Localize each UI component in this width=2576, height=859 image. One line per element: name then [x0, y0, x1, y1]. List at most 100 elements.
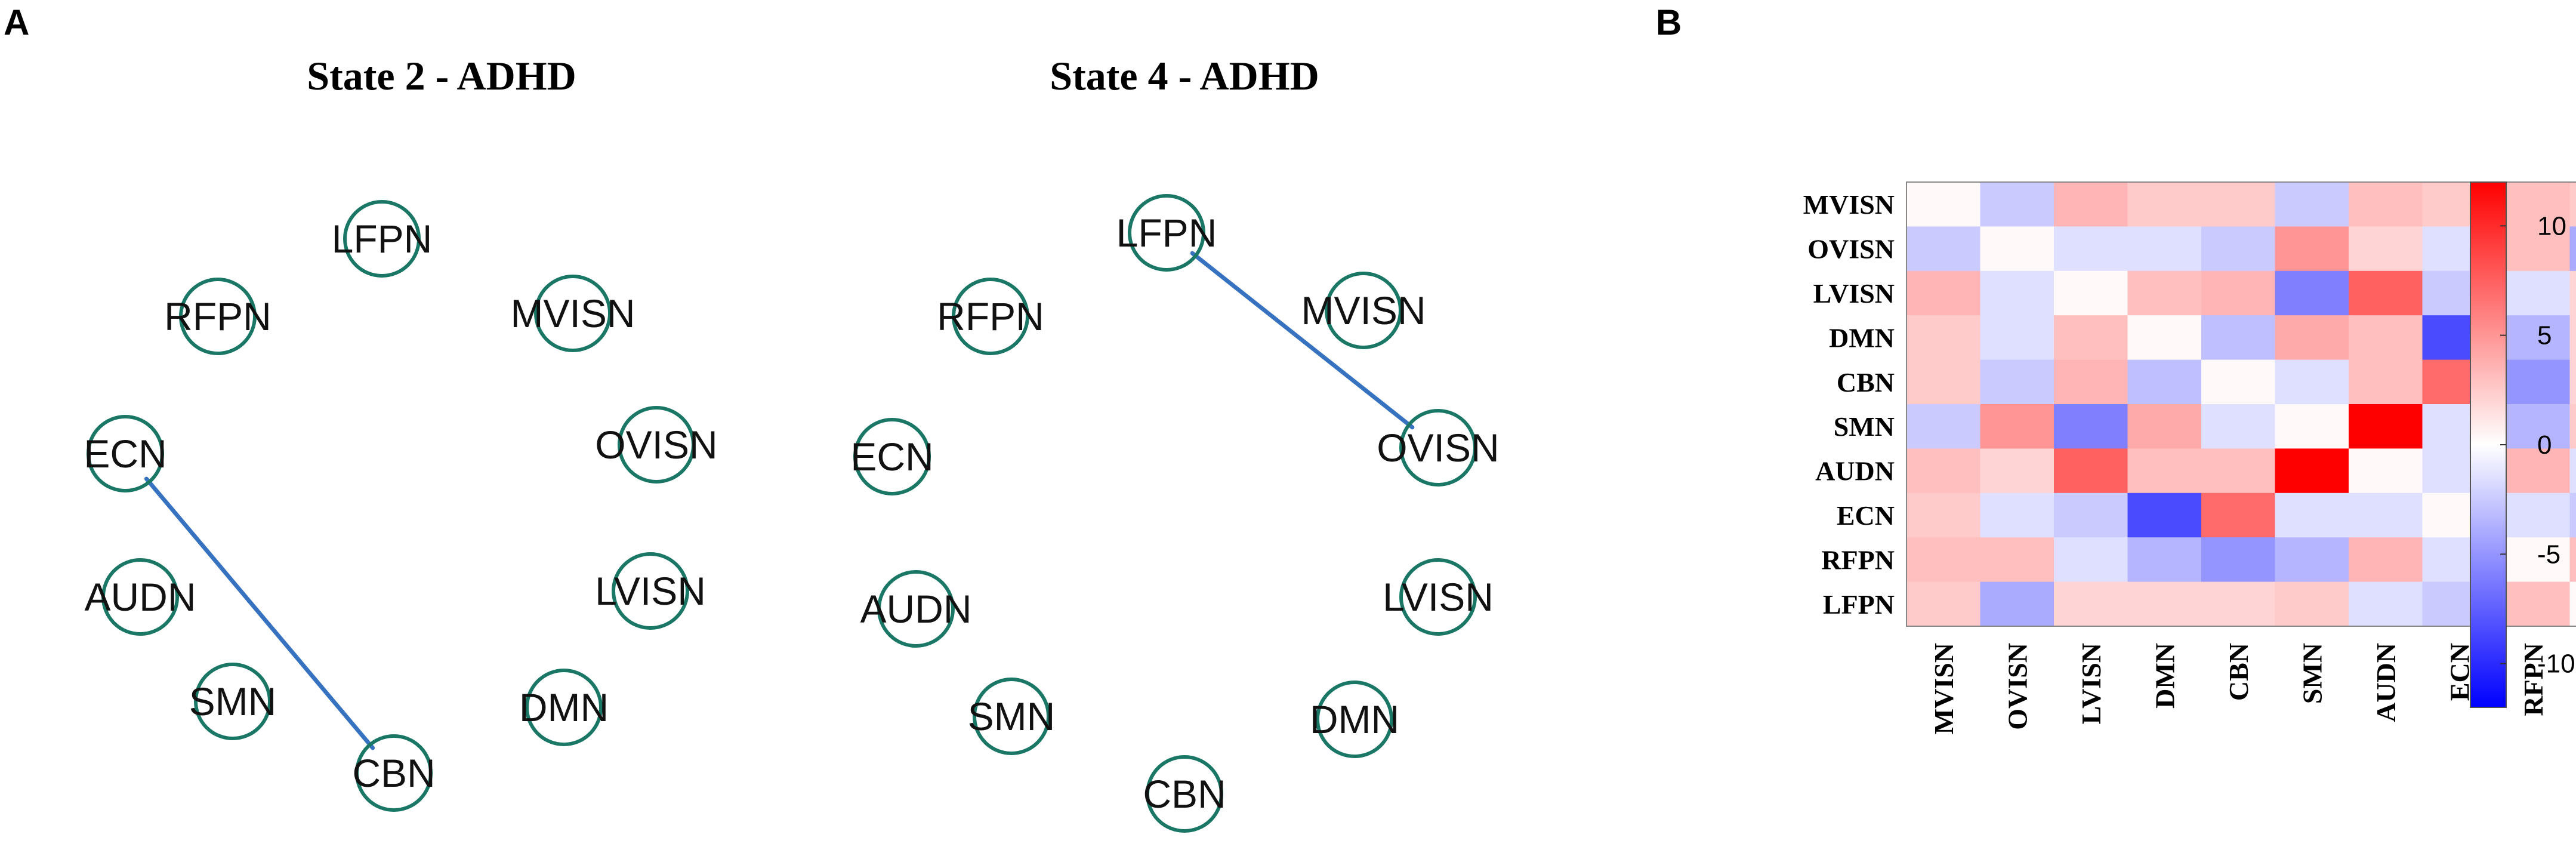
node-ring [612, 552, 689, 630]
node-lfpn: LFPN [1116, 194, 1217, 272]
heatmap-cell-smn-cbn [2201, 404, 2276, 449]
node-ring [1128, 194, 1205, 272]
node-ring [952, 278, 1029, 355]
heatmap-cell-ovisn-lfpn [2569, 226, 2576, 272]
heatmap-cell-audn-dmn [2127, 448, 2202, 494]
heatmap-cell-lfpn-lvisn [2054, 581, 2128, 627]
heatmap-cell-audn-rfpn [2496, 448, 2571, 494]
node-label: MVISN [1301, 288, 1426, 332]
col-label-smn: SMN [2297, 643, 2327, 704]
col-label-mvisn: MVISN [1929, 643, 1959, 734]
node-ring [1316, 681, 1393, 758]
col-label-dmn: DMN [2149, 643, 2180, 709]
node-label: AUDN [84, 575, 196, 619]
heatmap-cell-mvisn-ovisn [1980, 182, 2054, 227]
heatmap-cell-lfpn-lfpn [2569, 581, 2576, 627]
node-ring [618, 406, 695, 484]
heatmap-cell-rfpn-dmn [2127, 537, 2202, 583]
heatmap-cell-lvisn-ovisn [1980, 270, 2054, 316]
heatmap-cell-ecn-mvisn [1906, 492, 1981, 538]
node-label: AUDN [860, 587, 971, 631]
node-smn: SMN [189, 663, 277, 740]
node-label: LFPN [1116, 211, 1217, 255]
node-ecn: ECN [850, 418, 934, 495]
heatmap-cell-rfpn-lfpn [2569, 537, 2576, 583]
node-ring [1399, 558, 1477, 636]
graph-2-title: State 4 - ADHD [1050, 53, 1319, 98]
heatmap-cell-lvisn-rfpn [2496, 270, 2571, 316]
node-label: OVISN [595, 423, 717, 467]
node-ring [1146, 755, 1223, 833]
node-mvisn: MVISN [510, 275, 635, 352]
panel-a-label: A [4, 2, 29, 42]
node-cbn: CBN [352, 734, 436, 812]
node-label: OVISN [1377, 426, 1499, 470]
node-dmn: DMN [519, 669, 609, 746]
heatmap-cell-smn-rfpn [2496, 404, 2571, 449]
node-label: ECN [84, 432, 166, 476]
heatmap-cell-ovisn-audn [2349, 226, 2423, 272]
heatmap-cell-rfpn-mvisn [1906, 537, 1981, 583]
node-label: CBN [1143, 772, 1226, 816]
heatmap-frame [1906, 181, 2576, 627]
col-label-cbn: CBN [2223, 643, 2254, 701]
colorbar-tick-label: 10 [2537, 211, 2566, 241]
heatmap-cell-mvisn-cbn [2201, 182, 2276, 227]
heatmap-cell-smn-mvisn [1906, 404, 1981, 449]
heatmap-cell-lvisn-lvisn [2054, 270, 2128, 316]
row-label-smn: SMN [1834, 411, 1895, 442]
heatmap-cell-audn-smn [2275, 448, 2349, 494]
row-label-mvisn: MVISN [1803, 189, 1895, 220]
heatmap-cell-ecn-lfpn [2569, 492, 2576, 538]
row-label-lfpn: LFPN [1823, 589, 1895, 620]
row-label-cbn: CBN [1837, 367, 1895, 398]
node-ring [877, 570, 955, 648]
heatmap-cell-mvisn-rfpn [2496, 182, 2571, 227]
node-ring [1399, 409, 1477, 487]
heatmap-cell-dmn-rfpn [2496, 315, 2571, 361]
heatmap-cell-cbn-audn [2349, 359, 2423, 405]
node-audn: AUDN [84, 558, 196, 636]
heatmap-cell-dmn-dmn [2127, 315, 2202, 361]
node-ring [87, 415, 164, 492]
heatmap-cell-ecn-cbn [2201, 492, 2276, 538]
node-mvisn: MVISN [1301, 272, 1426, 349]
node-ring [973, 678, 1050, 755]
row-label-rfpn: RFPN [1821, 544, 1895, 575]
heatmap-cell-audn-ovisn [1980, 448, 2054, 494]
heatmap-cell-rfpn-audn [2349, 537, 2423, 583]
node-label: LVISN [1383, 575, 1494, 619]
heatmap-cell-dmn-lvisn [2054, 315, 2128, 361]
heatmap-cell-cbn-rfpn [2496, 359, 2571, 405]
heatmap-cell-cbn-cbn [2201, 359, 2276, 405]
heatmap-cell-lfpn-mvisn [1906, 581, 1981, 627]
panel-b-label: B [1656, 2, 1682, 42]
heatmap-cell-ecn-rfpn [2496, 492, 2571, 538]
node-audn: AUDN [860, 570, 972, 648]
node-label: SMN [189, 679, 277, 723]
heatmap-cell-audn-lfpn [2569, 448, 2576, 494]
node-label: LVISN [595, 569, 706, 613]
col-label-rfpn: RFPN [2518, 643, 2549, 716]
heatmap-cell-mvisn-audn [2349, 182, 2423, 227]
colorbar-tick-label: -10 [2537, 649, 2575, 679]
heatmap-cell-smn-lfpn [2569, 404, 2576, 449]
heatmap-cell-cbn-lfpn [2569, 359, 2576, 405]
row-label-audn: AUDN [1815, 456, 1895, 487]
heatmap-cell-rfpn-smn [2275, 537, 2349, 583]
col-label-ecn: ECN [2444, 643, 2475, 701]
edge-lfpn-ovisn [1190, 251, 1415, 430]
heatmap-cell-ovisn-smn [2275, 226, 2349, 272]
heatmap-cell-smn-dmn [2127, 404, 2202, 449]
heatmap-cell-smn-smn [2275, 404, 2349, 449]
heatmap-cell-audn-audn [2349, 448, 2423, 494]
node-ring [179, 278, 257, 355]
heatmap-cell-cbn-mvisn [1906, 359, 1981, 405]
node-ring [525, 669, 603, 746]
heatmap-cell-ovisn-cbn [2201, 226, 2276, 272]
heatmap-cell-dmn-smn [2275, 315, 2349, 361]
heatmap-cell-rfpn-lvisn [2054, 537, 2128, 583]
node-label: DMN [519, 685, 609, 729]
heatmap-cell-mvisn-lfpn [2569, 182, 2576, 227]
